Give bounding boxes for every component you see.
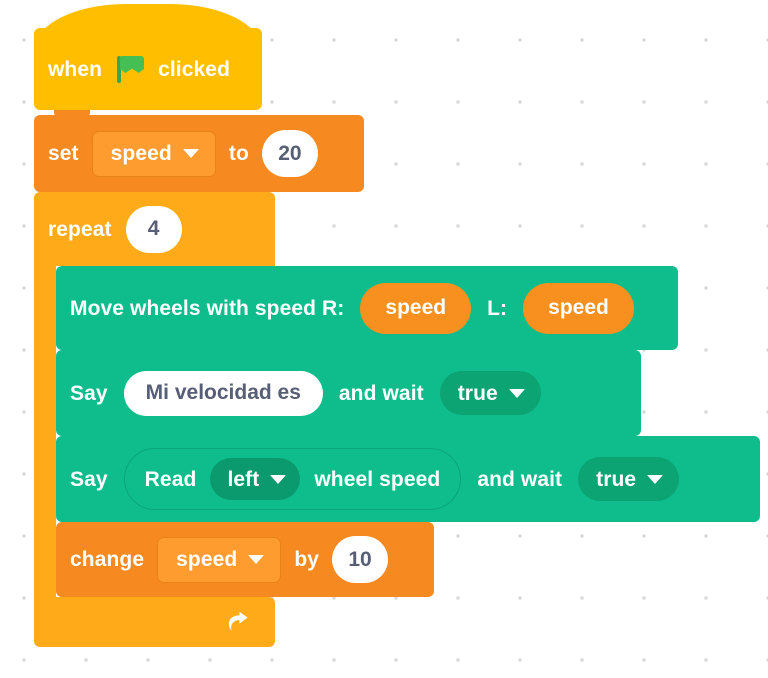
block-repeat[interactable]: repeat 4: [34, 192, 275, 266]
say1-message-input[interactable]: Mi velocidad es: [123, 370, 323, 416]
say1-message-text: Mi velocidad es: [145, 381, 301, 404]
set-variable-value: speed: [110, 142, 172, 165]
say1-label: Say: [70, 381, 108, 405]
green-flag-icon: [115, 55, 145, 83]
chevron-down-icon: [270, 474, 287, 484]
chevron-down-icon: [182, 149, 199, 158]
block-say-and-wait-1[interactable]: Say Mi velocidad es and wait true: [56, 350, 641, 445]
block-when-flag-clicked[interactable]: when clicked: [34, 4, 262, 119]
chevron-down-icon: [508, 388, 525, 398]
clicked-label: clicked: [158, 57, 230, 81]
repeat-times-input[interactable]: 4: [125, 205, 182, 253]
repeat-left-wall: [34, 266, 56, 597]
say2-wait-dropdown[interactable]: true: [578, 457, 680, 501]
chevron-down-icon: [647, 474, 664, 484]
move-right-speed-reporter[interactable]: speed: [360, 282, 472, 334]
hat-dome: [34, 4, 262, 54]
change-variable-value: speed: [176, 548, 238, 571]
read-wheel-speed-reporter[interactable]: Read left wheel speed: [123, 448, 462, 510]
read-label: Read: [144, 467, 197, 491]
say2-and-wait-label: and wait: [477, 467, 563, 491]
block-change-variable[interactable]: change speed by 10: [56, 522, 434, 606]
move-right-speed-value: speed: [385, 296, 447, 319]
block-set-variable[interactable]: set speed to 20: [34, 115, 364, 201]
say1-and-wait-label: and wait: [338, 381, 424, 405]
wheel-side-dropdown[interactable]: left: [210, 458, 301, 500]
move-left-speed-reporter[interactable]: speed: [523, 282, 634, 334]
block-say-and-wait-2[interactable]: Say Read left wheel speed and wait true: [56, 436, 760, 531]
set-label: set: [48, 142, 79, 165]
repeat-times-text: 4: [147, 217, 160, 240]
say2-label: Say: [70, 467, 108, 491]
block-move-wheels[interactable]: Move wheels with speed R: speed L: speed: [56, 266, 678, 359]
change-value-input[interactable]: 10: [332, 536, 389, 583]
repeat-label: repeat: [48, 217, 112, 241]
move-left-label: L:: [487, 296, 508, 320]
set-value-text: 20: [278, 141, 302, 165]
chevron-down-icon: [248, 555, 265, 564]
hat-content: when clicked: [48, 28, 230, 110]
wheel-side-value: left: [227, 467, 260, 491]
change-label: change: [70, 548, 145, 571]
repeat-foot[interactable]: [34, 597, 275, 647]
say2-wait-value: true: [596, 467, 637, 491]
set-variable-dropdown[interactable]: speed: [91, 130, 216, 177]
say1-wait-dropdown[interactable]: true: [439, 371, 541, 415]
change-variable-dropdown[interactable]: speed: [157, 536, 282, 583]
set-value-input[interactable]: 20: [261, 130, 318, 177]
by-label: by: [294, 548, 320, 571]
wheel-speed-label: wheel speed: [314, 467, 441, 491]
say1-wait-value: true: [457, 381, 498, 405]
when-label: when: [48, 57, 103, 81]
loop-arrow-icon: [228, 611, 248, 632]
move-left-speed-value: speed: [548, 296, 609, 319]
to-label: to: [228, 142, 249, 165]
change-value-text: 10: [348, 547, 372, 571]
move-wheels-label: Move wheels with speed R:: [70, 296, 345, 320]
